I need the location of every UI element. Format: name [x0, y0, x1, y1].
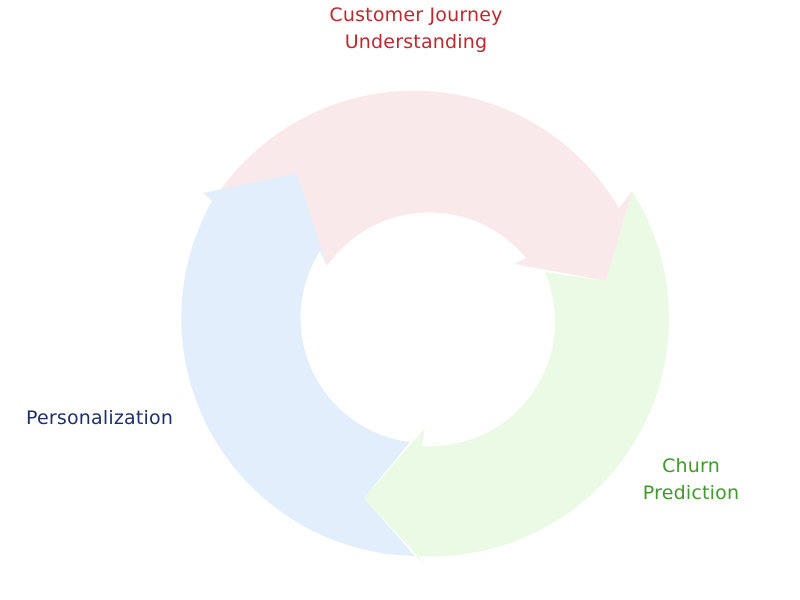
cycle-arrow-churn-prediction — [364, 191, 670, 566]
stage-label-customer-journey: Customer Journey Understanding — [329, 4, 503, 53]
stage-label-churn-prediction: Churn Prediction — [642, 455, 740, 504]
stage-label-personalization: Personalization — [26, 407, 174, 429]
cycle-arrow-personalization — [181, 173, 415, 556]
cycle-arrow-customer-journey — [219, 90, 632, 281]
